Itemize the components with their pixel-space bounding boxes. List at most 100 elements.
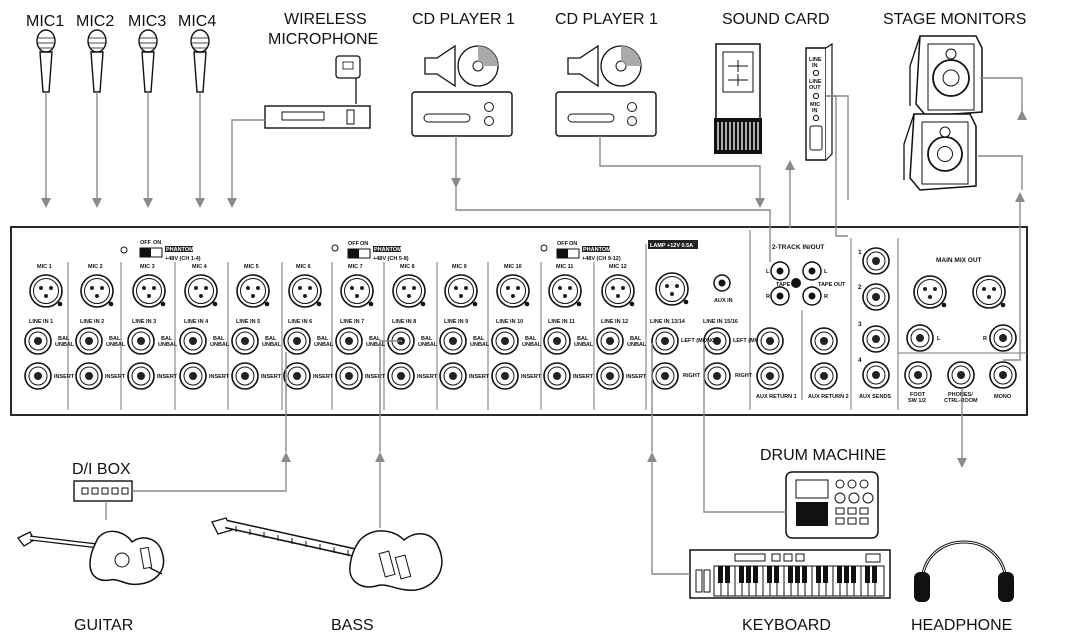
- channel-mic-xlr[interactable]: [444, 274, 479, 308]
- channel-mic-xlr[interactable]: [340, 274, 375, 308]
- channel-insert-jack[interactable]: [387, 362, 415, 390]
- tape-out-l: L: [824, 269, 828, 275]
- channel-mic-xlr[interactable]: [184, 274, 219, 308]
- tape-in-l: L: [766, 269, 770, 275]
- channel-line-jack[interactable]: [231, 327, 259, 355]
- aux-send-2-jack[interactable]: [862, 283, 890, 311]
- channel-insert-jack[interactable]: [283, 362, 311, 390]
- channel-insert-jack[interactable]: [24, 362, 52, 390]
- main-mix-out-left-jack[interactable]: [906, 324, 934, 352]
- unbal-label: UNBAL: [470, 342, 490, 348]
- aux-return-1-right-jack[interactable]: [756, 362, 784, 390]
- bass-label: BASS: [331, 617, 374, 634]
- unbal-label: UNBAL: [574, 342, 594, 348]
- channel-insert-jack[interactable]: [491, 362, 519, 390]
- channel-line-label: LINE IN 4: [184, 319, 209, 325]
- phantom-switch-ch9-12[interactable]: OFF ON PHANTOM +48V (CH 9-12): [540, 241, 621, 262]
- sound-card-port-line-out-1: LINE: [809, 79, 822, 85]
- cd-player-b-label: CD PLAYER 1: [555, 11, 658, 28]
- main-mix-out-left-xlr[interactable]: [913, 275, 948, 309]
- phantom-off: OFF: [557, 241, 569, 247]
- channel-line-jack[interactable]: [127, 327, 155, 355]
- sound-card-port-line-in-1: LINE: [809, 57, 822, 63]
- bal-label: BAL: [369, 336, 381, 342]
- phones-ctrl-room-jack[interactable]: [947, 361, 975, 389]
- two-track-rca[interactable]: [770, 261, 822, 306]
- lamp-socket[interactable]: [655, 272, 690, 306]
- main-mix-out-right-xlr[interactable]: [972, 275, 1007, 309]
- aux-send-3-jack[interactable]: [862, 325, 890, 353]
- lamp-badge: [648, 240, 698, 249]
- aux-return-2-left-jack[interactable]: [810, 327, 838, 355]
- aux-in-jack[interactable]: [713, 274, 731, 292]
- aux-return-1-left-jack[interactable]: [756, 327, 784, 355]
- aux-send-1-jack[interactable]: [862, 247, 890, 275]
- channel-mic-xlr[interactable]: [496, 274, 531, 308]
- line-in-13-left-jack[interactable]: [651, 327, 679, 355]
- channel-line-jack[interactable]: [283, 327, 311, 355]
- channel-insert-jack[interactable]: [231, 362, 259, 390]
- channel-insert-jack[interactable]: [596, 362, 624, 390]
- phantom-switch-ch1-4[interactable]: OFF ON PHANTOM +48V (CH 1-4): [120, 240, 201, 262]
- headphone-label: HEADPHONE: [911, 617, 1012, 634]
- keyboard-black-key: [872, 566, 877, 583]
- channel-mic-xlr[interactable]: [392, 274, 427, 308]
- channel-mic-xlr[interactable]: [80, 274, 115, 308]
- channel-line-jack[interactable]: [491, 327, 519, 355]
- aux-return-2-label: AUX RETURN 2: [808, 394, 849, 400]
- guitar-icon: [17, 530, 165, 586]
- sound-card-port-mic-in-2: IN: [812, 108, 818, 114]
- channel-mic-xlr[interactable]: [236, 274, 271, 308]
- channel-line-jack[interactable]: [335, 327, 363, 355]
- mono-out-jack[interactable]: [989, 361, 1017, 389]
- keyboard-black-key: [795, 566, 800, 583]
- aux-return-2-right-jack[interactable]: [810, 362, 838, 390]
- right-label-2: RIGHT: [735, 373, 753, 379]
- line-in-16-right-jack[interactable]: [703, 362, 731, 390]
- channel-mic-xlr[interactable]: [601, 274, 636, 308]
- wireless-label-2: MICROPHONE: [268, 31, 378, 48]
- aux-send-4-jack[interactable]: [862, 361, 890, 389]
- channel-line-jack[interactable]: [75, 327, 103, 355]
- channel-mic-xlr[interactable]: [288, 274, 323, 308]
- channel-line-jack[interactable]: [24, 327, 52, 355]
- keyboard-black-key: [851, 566, 856, 583]
- mixer-panel: [10, 226, 1028, 416]
- channel-insert-jack[interactable]: [335, 362, 363, 390]
- phantom-switch-ch5-8[interactable]: OFF ON PHANTOM +48V (CH 5-8): [331, 241, 409, 262]
- guitar-label: GUITAR: [74, 617, 133, 634]
- foot-switch-jack[interactable]: [904, 361, 932, 389]
- tape-out-r: R: [824, 294, 828, 300]
- unbal-label: UNBAL: [210, 342, 230, 348]
- channel-line-jack[interactable]: [439, 327, 467, 355]
- left-mono-label-1: LEFT (MONO): [681, 338, 717, 344]
- cables: [41, 77, 1027, 575]
- channel-insert-jack[interactable]: [543, 362, 571, 390]
- phantom-label: PHANTOM: [374, 247, 402, 253]
- keyboard-black-key: [746, 566, 751, 583]
- left-mono-label-2: LEFT (MONO): [733, 338, 769, 344]
- channel-line-jack[interactable]: [596, 327, 624, 355]
- channel-mic-xlr[interactable]: [132, 274, 167, 308]
- channel-insert-jack[interactable]: [75, 362, 103, 390]
- mic4-label: MIC4: [178, 13, 216, 30]
- aux-send-number-1: 1: [858, 249, 862, 256]
- channel-insert-jack[interactable]: [127, 362, 155, 390]
- channel-line-jack[interactable]: [179, 327, 207, 355]
- channel-insert-jack[interactable]: [179, 362, 207, 390]
- line-in-14-right-jack[interactable]: [651, 362, 679, 390]
- channel-mic-xlr[interactable]: [548, 274, 583, 308]
- keyboard-black-key: [753, 566, 758, 583]
- channel-mic-xlr[interactable]: [29, 274, 64, 308]
- cd-player-a-icon: [411, 44, 513, 137]
- headphone-icon: [914, 540, 1014, 602]
- line-in-15-16-label: LINE IN 15/16: [703, 319, 738, 325]
- channel-insert-jack[interactable]: [439, 362, 467, 390]
- channel-line-jack[interactable]: [543, 327, 571, 355]
- channel-mic-label: MIC 8: [400, 264, 415, 270]
- mic4-icon: [190, 29, 210, 93]
- main-mix-out-right-jack[interactable]: [989, 324, 1017, 352]
- aux-return-1-label: AUX RETURN 1: [756, 394, 797, 400]
